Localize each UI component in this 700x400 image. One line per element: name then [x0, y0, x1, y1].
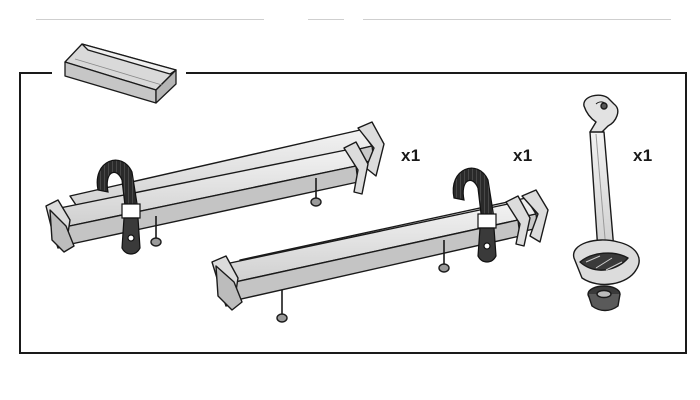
top-rule-middle [308, 19, 344, 20]
frame-holder-arm-icon [573, 94, 640, 312]
top-rule-left [36, 19, 264, 20]
accessory-tray-icon [64, 43, 177, 104]
wheel-tray-icon [45, 121, 385, 253]
parts-frame [19, 72, 687, 354]
quantity-label-middle-tray: x1 [513, 146, 533, 165]
top-rule-right [363, 19, 671, 20]
wheel-tray-icon [211, 189, 549, 323]
wheel-strap-icon [96, 159, 141, 255]
wheel-strap-icon [452, 167, 497, 263]
quantity-label-arm: x1 [633, 146, 653, 165]
quantity-label-left-tray: x1 [401, 146, 421, 165]
